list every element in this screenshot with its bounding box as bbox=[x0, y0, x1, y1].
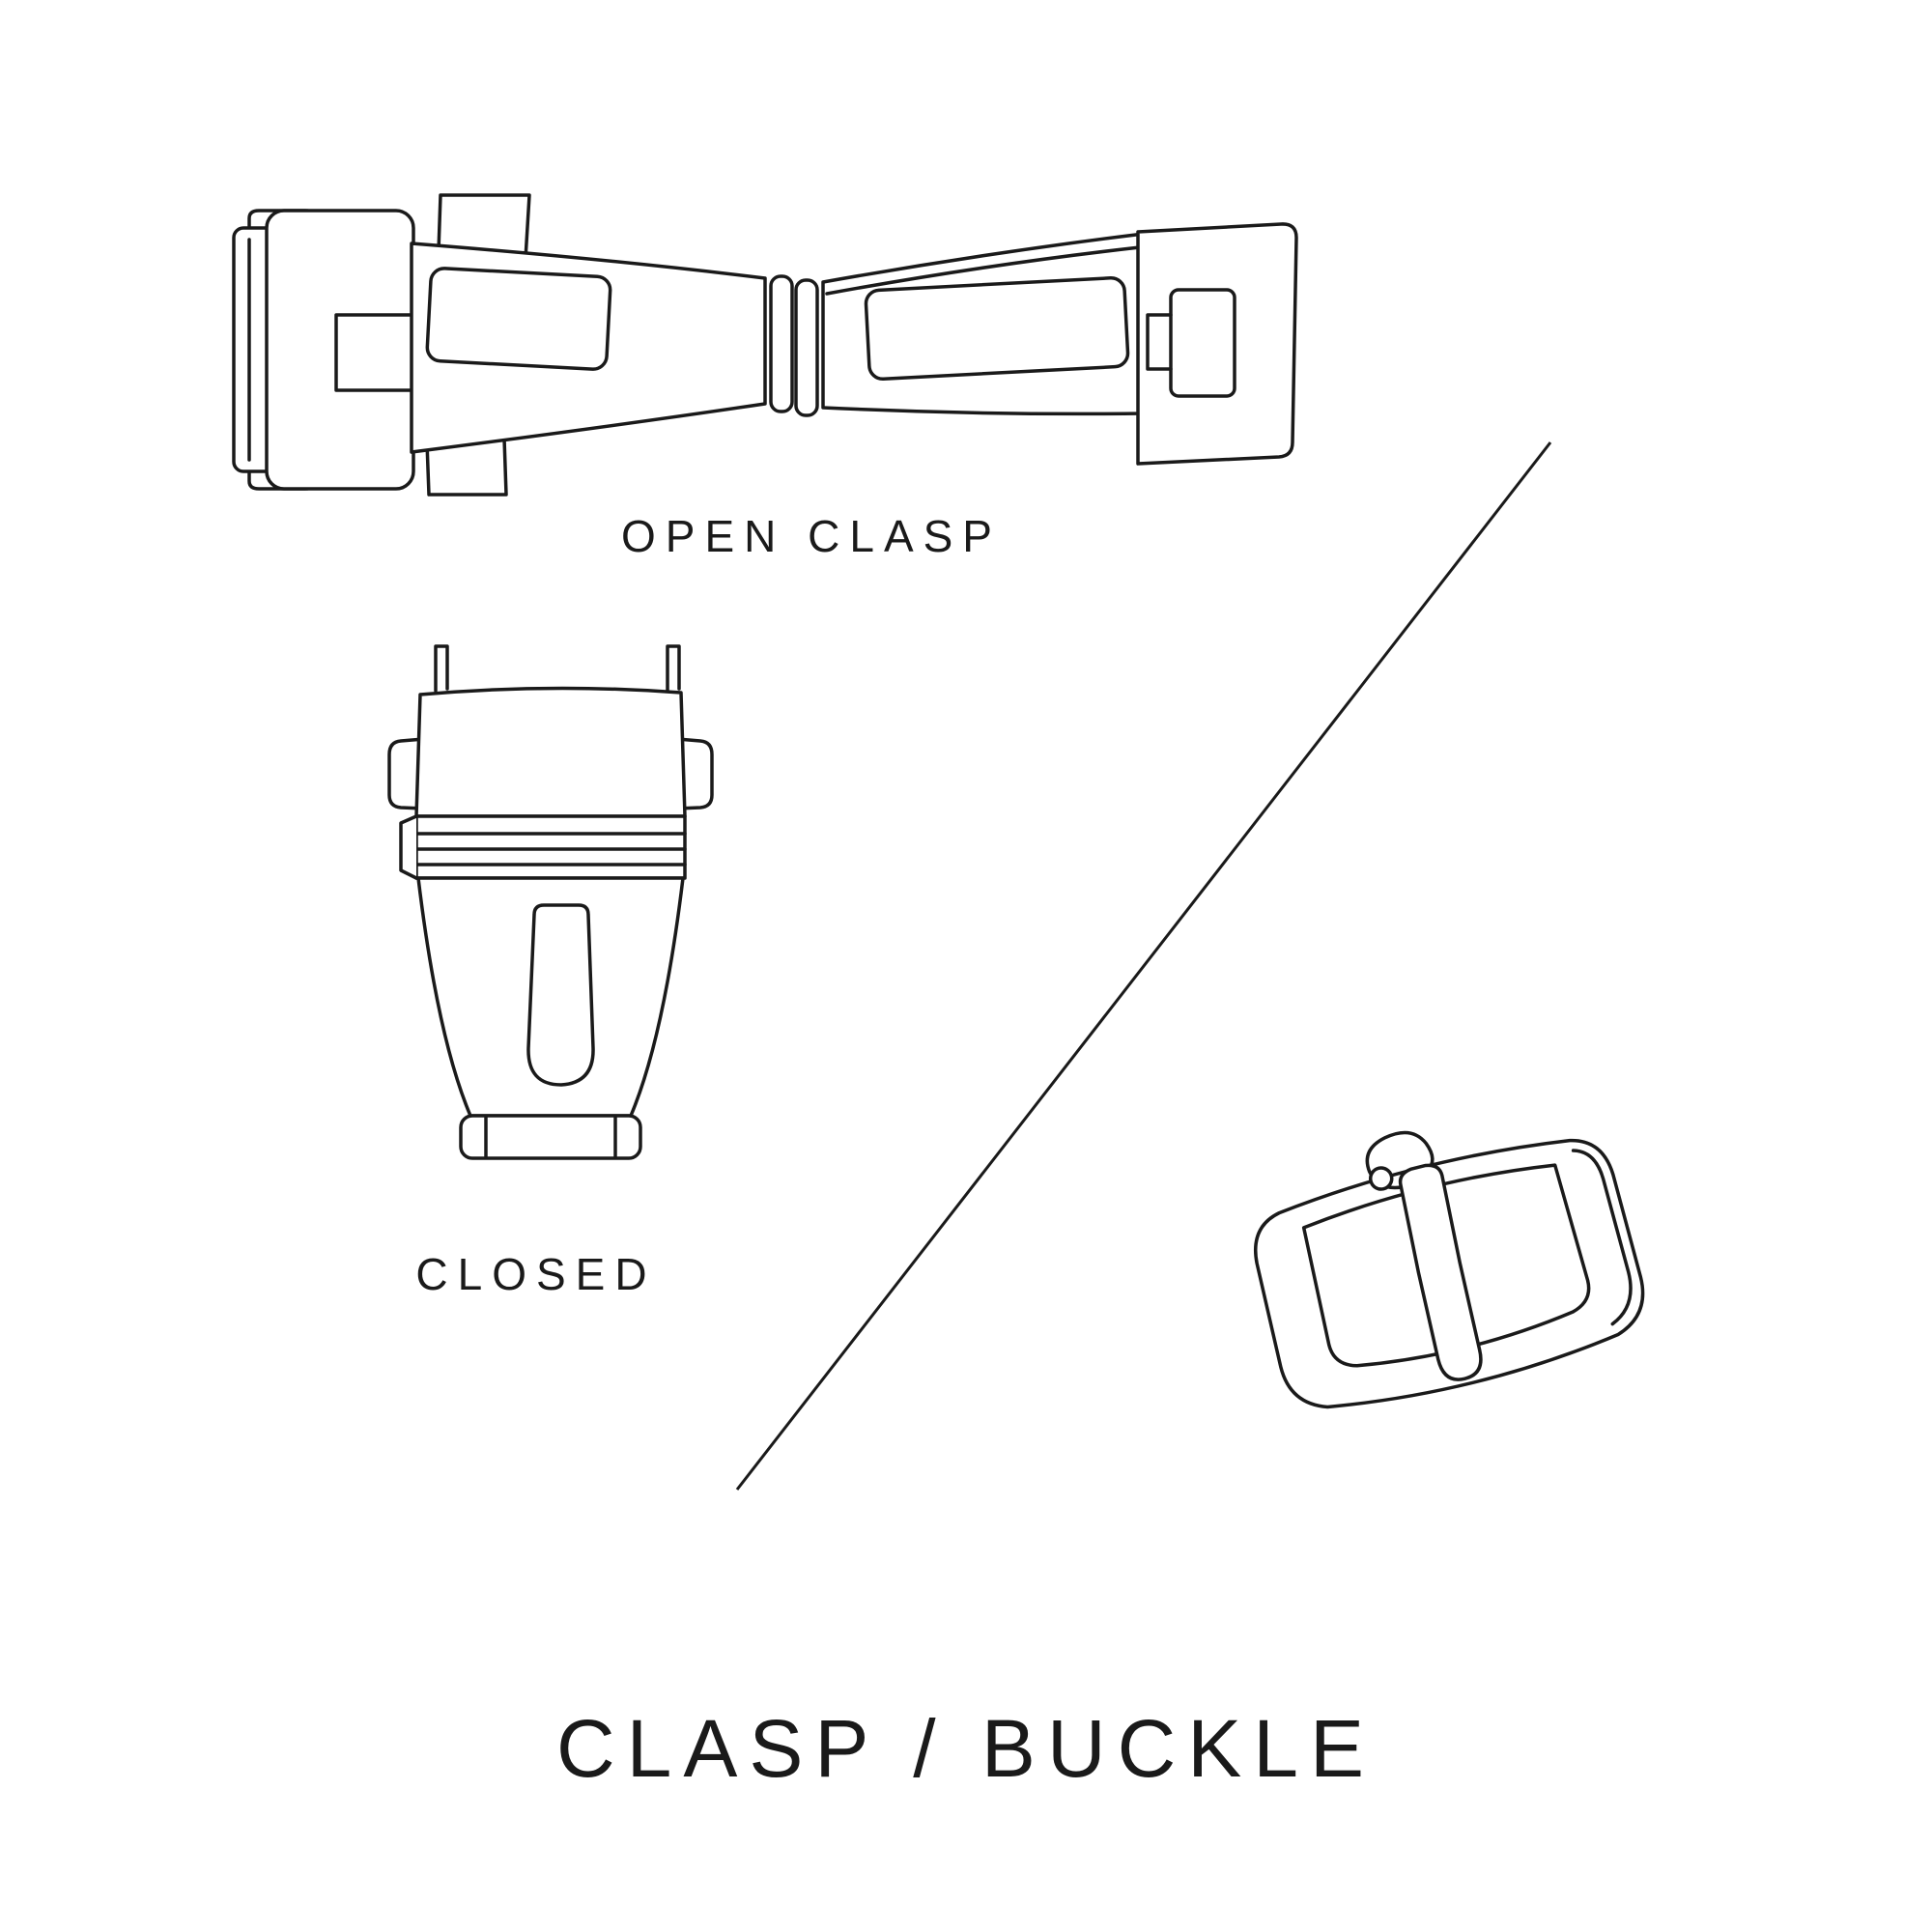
divider-stroke bbox=[735, 441, 1552, 1491]
right-blade-panel bbox=[864, 276, 1130, 381]
divider-line-drawing bbox=[735, 441, 1552, 1491]
hinge-link-1 bbox=[769, 274, 794, 413]
open-clasp-illustration bbox=[222, 184, 1304, 502]
open-clasp-label: OPEN CLASP bbox=[621, 511, 1002, 561]
cover-box bbox=[414, 686, 687, 818]
band-left-notch bbox=[399, 814, 418, 880]
right-end-hook bbox=[1146, 313, 1173, 371]
hinge-link-2 bbox=[794, 278, 819, 417]
closed-clasp-illustration bbox=[372, 633, 729, 1212]
right-blade-edge-line bbox=[825, 245, 1142, 296]
pin-buckle-drawing bbox=[1254, 1130, 1645, 1409]
right-prong bbox=[666, 644, 681, 693]
bottom-bar bbox=[459, 1114, 642, 1160]
left-blade-panel bbox=[425, 267, 612, 371]
closed-clasp-drawing bbox=[387, 644, 714, 1160]
blade-top-tab bbox=[437, 193, 531, 261]
right-ear bbox=[675, 737, 714, 810]
divider-line bbox=[729, 435, 1560, 1497]
blade-bottom-tab bbox=[425, 437, 508, 497]
right-end-cutout bbox=[1169, 288, 1236, 398]
pin-buckle-illustration bbox=[1217, 1072, 1681, 1459]
buckle-tongue bbox=[1398, 1163, 1483, 1381]
band-section bbox=[414, 814, 687, 880]
left-prong bbox=[434, 644, 449, 693]
inner-slot bbox=[526, 903, 595, 1087]
hook-notch bbox=[334, 313, 419, 392]
buckle-pin-ring bbox=[1368, 1166, 1394, 1191]
title-label: CLASP / BUCKLE bbox=[555, 1703, 1377, 1794]
buckle-right-bar-line bbox=[1571, 1149, 1633, 1326]
open-clasp-drawing bbox=[232, 193, 1298, 497]
left-ear bbox=[387, 737, 426, 810]
closed-label: CLOSED bbox=[415, 1249, 657, 1299]
